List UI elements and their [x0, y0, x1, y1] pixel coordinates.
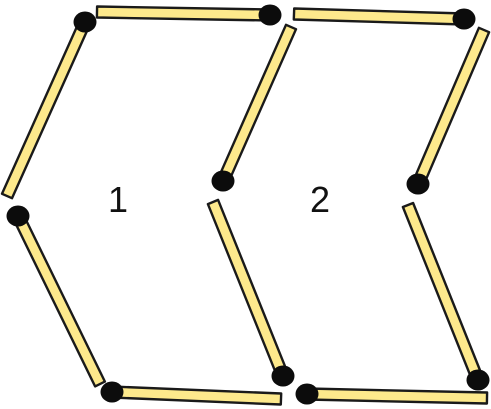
shape-label-2: 2	[310, 182, 330, 218]
match-head	[272, 366, 295, 387]
match-head	[212, 171, 235, 192]
match-head	[7, 206, 30, 227]
match-4	[208, 200, 295, 387]
match-head	[407, 174, 430, 195]
match-head	[259, 5, 282, 26]
matchstick-icon	[112, 387, 281, 405]
matchstick-icon	[307, 389, 487, 404]
match-5	[212, 25, 297, 192]
matchstick-icon	[403, 203, 483, 382]
match-8	[407, 28, 490, 195]
match-1	[2, 12, 97, 199]
matchstick-icon	[294, 9, 464, 25]
match-10	[296, 384, 488, 405]
match-head	[296, 384, 319, 405]
matchstick-icon	[13, 214, 105, 387]
match-head	[467, 370, 490, 391]
match-3	[101, 382, 282, 405]
matchstick-icon	[97, 7, 270, 21]
shape-label-1: 1	[108, 182, 128, 218]
matchstick-icon	[218, 25, 296, 183]
match-9	[403, 203, 490, 391]
match-6	[97, 5, 282, 26]
match-2	[7, 206, 105, 387]
matchstick-icon	[413, 28, 489, 186]
match-7	[294, 9, 476, 30]
match-head	[453, 9, 476, 30]
matchstick-icon	[2, 20, 90, 198]
match-head	[74, 12, 97, 33]
match-head	[101, 382, 124, 403]
matchstick-icon	[208, 200, 288, 378]
